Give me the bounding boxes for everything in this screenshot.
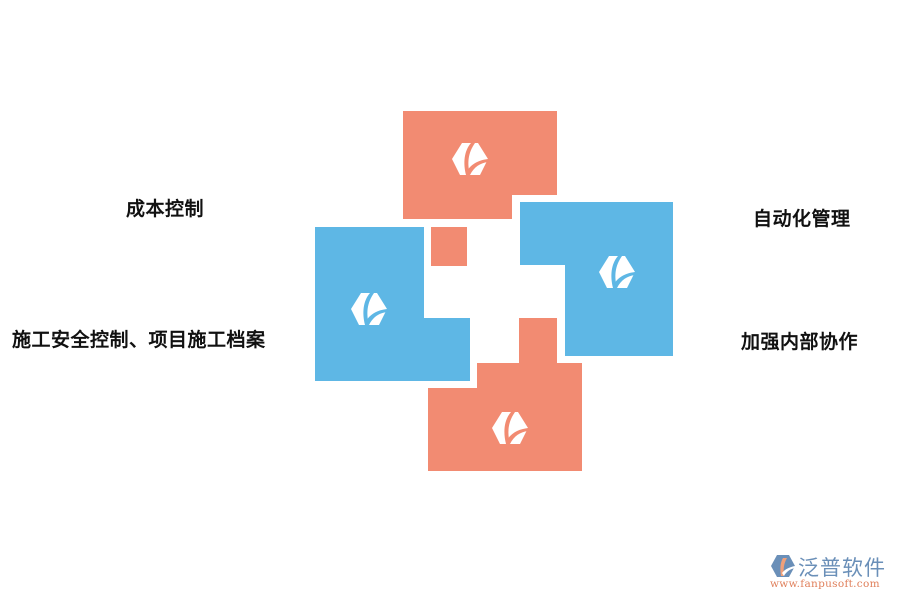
label-safety-archive: 施工安全控制、项目施工档案 [12, 329, 266, 351]
brand-url: www.fanpusoft.com [770, 578, 880, 590]
small-orange-square [431, 227, 467, 266]
hexagon-leaf-icon [351, 293, 387, 325]
brand-name: 泛普软件 [798, 556, 886, 580]
label-automation: 自动化管理 [753, 208, 851, 230]
brand-logo-icon [771, 555, 795, 577]
hexagon-leaf-icon [452, 143, 488, 175]
hexagon-leaf-icon [492, 412, 528, 444]
label-cost-control: 成本控制 [126, 198, 205, 220]
hexagon-leaf-icon [599, 256, 635, 288]
brand-watermark: 泛普软件 www.fanpusoft.com [770, 552, 895, 592]
label-collaboration: 加强内部协作 [741, 331, 859, 353]
